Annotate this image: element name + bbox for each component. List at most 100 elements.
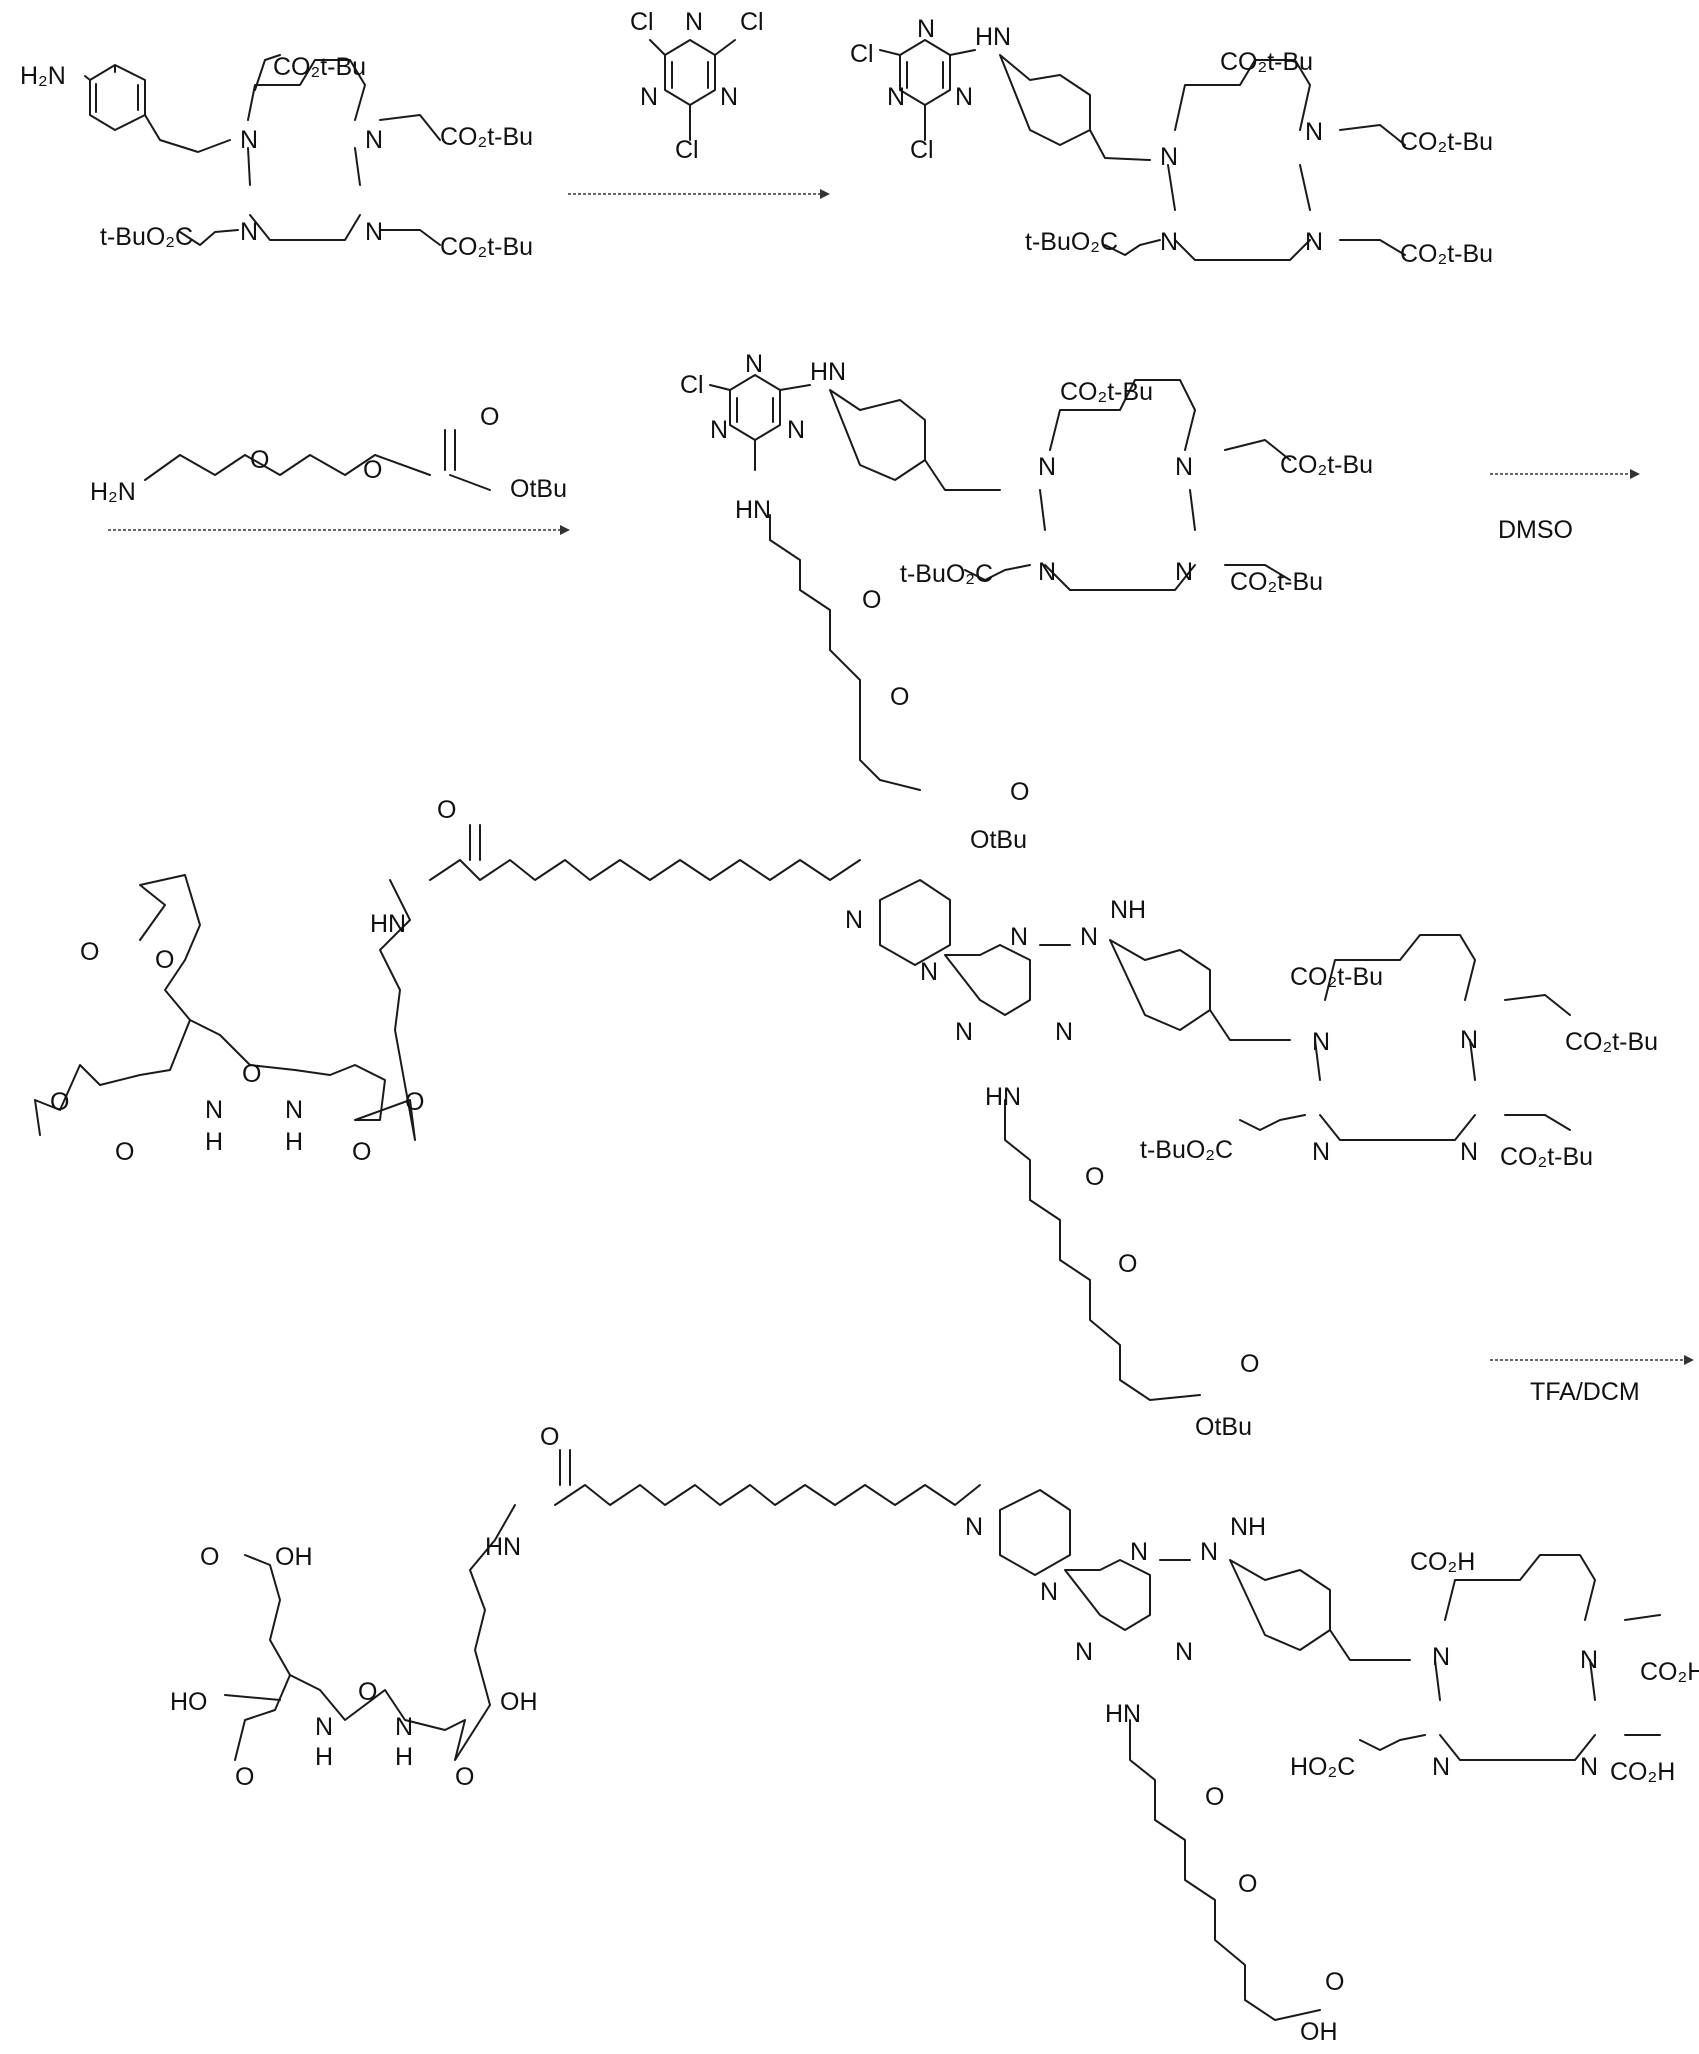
arrowheads xyxy=(560,189,1694,1365)
atom-label-h: H xyxy=(315,1743,333,1771)
bond-path xyxy=(1110,940,1290,1040)
atom-label-n: N xyxy=(1175,1638,1193,1666)
atom-label-n: N xyxy=(1010,923,1028,951)
atom-label-cl: Cl xyxy=(740,8,764,36)
atom-label-o: O xyxy=(250,446,269,474)
atom-label-co2tbu: CO₂t-Bu xyxy=(1290,963,1383,991)
atom-label-n: N xyxy=(240,218,258,246)
atom-label-o: O xyxy=(1118,1250,1137,1278)
atom-label-n: N xyxy=(315,1713,333,1741)
atom-label-hn: HN xyxy=(735,496,771,524)
atom-label-otbu: OtBu xyxy=(510,475,567,503)
atom-label-hn: HN xyxy=(485,1533,521,1561)
atom-label-o: O xyxy=(352,1138,371,1166)
atom-label-n: N xyxy=(720,83,738,111)
molecule-protected-conjugate: O O O O N H O N H O O HN O N N N N NH N … xyxy=(35,796,1658,1441)
molecule-aminobenzyl-dota-ester: H₂N CO₂t-Bu N N CO₂t-Bu N N t-BuO₂C CO₂t… xyxy=(20,53,533,261)
atom-label-h: H xyxy=(395,1743,413,1771)
bond-path xyxy=(1230,1560,1410,1660)
atom-label-n: N xyxy=(1038,453,1056,481)
atom-label-n: N xyxy=(1580,1753,1598,1781)
atom-label-cl: Cl xyxy=(675,136,699,164)
atom-label-co2tbu: CO₂t-Bu xyxy=(1230,568,1323,596)
atom-label-n: N xyxy=(1305,118,1323,146)
atom-label-o: O xyxy=(115,1138,134,1166)
molecule-dichlorotriazine-dota: Cl N HN N N Cl CO₂t-Bu N N CO₂t-Bu N N t… xyxy=(850,15,1493,268)
bond-path xyxy=(145,430,490,490)
atom-label-n: N xyxy=(745,350,763,378)
atom-label-o: O xyxy=(862,586,881,614)
atom-label-n: N xyxy=(1432,1643,1450,1671)
atom-label-co2tbu: CO₂t-Bu xyxy=(1060,378,1153,406)
atom-label-o: O xyxy=(50,1088,69,1116)
atom-label-co2tbu: CO₂t-Bu xyxy=(1220,48,1313,76)
atom-label-oh: OH xyxy=(1300,2018,1338,2046)
molecule-peg-amine-ester: H₂N O O O OtBu xyxy=(90,403,567,506)
atom-label-n: N xyxy=(285,1096,303,1124)
atom-label-n: N xyxy=(205,1096,223,1124)
atom-label-tbuo2c: t-BuO₂C xyxy=(1140,1136,1233,1164)
atom-label-n: N xyxy=(887,83,905,111)
atom-label-o: O xyxy=(155,946,174,974)
atom-label-n: N xyxy=(955,83,973,111)
atom-label-co2tbu: CO₂t-Bu xyxy=(440,233,533,261)
atom-label-h2n: H₂N xyxy=(90,478,136,506)
atom-label-co2tbu: CO₂t-Bu xyxy=(1565,1028,1658,1056)
atom-label-o: O xyxy=(437,796,456,824)
bond-path xyxy=(730,375,780,440)
atom-label-hn: HN xyxy=(370,910,406,938)
atom-label-o: O xyxy=(242,1060,261,1088)
reaction-arrows xyxy=(108,189,1694,1365)
atom-label-o: O xyxy=(363,456,382,484)
molecule-final-product: O OH HO O N H O N H O OH HN O N N N N NH… xyxy=(170,1423,1699,2046)
atom-label-o: O xyxy=(1240,1350,1259,1378)
atom-label-n: N xyxy=(955,1018,973,1046)
atom-label-n: N xyxy=(1175,558,1193,586)
atom-label-n: N xyxy=(1080,923,1098,951)
atom-label-co2h: CO₂H xyxy=(1410,1548,1475,1576)
atom-label-nh: NH xyxy=(1110,896,1146,924)
atom-label-co2tbu: CO₂t-Bu xyxy=(1280,451,1373,479)
bond-path xyxy=(1360,1555,1660,1760)
atom-label-n: N xyxy=(787,416,805,444)
atom-label-n: N xyxy=(1075,1638,1093,1666)
atom-label-o: O xyxy=(540,1423,559,1451)
atom-label-n: N xyxy=(240,126,258,154)
atom-label-n: N xyxy=(845,906,863,934)
atom-label-n: N xyxy=(1460,1138,1478,1166)
atom-label-n: N xyxy=(1055,1018,1073,1046)
atom-label-n: N xyxy=(1312,1028,1330,1056)
molecule-cyanuric-chloride: Cl N Cl N N Cl xyxy=(630,8,764,164)
atom-label-hn: HN xyxy=(985,1083,1021,1111)
atom-label-h: H xyxy=(205,1128,223,1156)
atom-label-n: N xyxy=(1305,228,1323,256)
atom-label-n: N xyxy=(1040,1578,1058,1606)
atom-label-oh: OH xyxy=(500,1688,538,1716)
atom-label-n: N xyxy=(1175,453,1193,481)
bond-path xyxy=(90,65,145,130)
atom-label-n: N xyxy=(710,416,728,444)
atom-label-co2tbu: CO₂t-Bu xyxy=(1400,128,1493,156)
atom-label-co2h: CO₂H xyxy=(1610,1758,1675,1786)
atom-label-o: O xyxy=(1238,1870,1257,1898)
bond-path xyxy=(770,515,920,790)
bond-path xyxy=(1000,1490,1190,1630)
atom-label-cl: Cl xyxy=(630,8,654,36)
atom-label-o: O xyxy=(405,1088,424,1116)
bond-path xyxy=(180,55,440,245)
atom-label-n: N xyxy=(1038,558,1056,586)
bond-path xyxy=(710,385,1000,490)
bond-path xyxy=(225,1555,290,1760)
atom-label-ho: HO xyxy=(170,1688,208,1716)
atom-label-oh: OH xyxy=(275,1543,313,1571)
atom-label-co2tbu: CO₂t-Bu xyxy=(1400,240,1493,268)
atom-label-n: N xyxy=(1160,228,1178,256)
atom-label-o: O xyxy=(235,1763,254,1791)
atom-label-n: N xyxy=(917,15,935,43)
atom-label-cl: Cl xyxy=(910,136,934,164)
atom-label-n: N xyxy=(640,83,658,111)
atom-label-n: N xyxy=(1432,1753,1450,1781)
bond-path xyxy=(555,1450,980,1505)
